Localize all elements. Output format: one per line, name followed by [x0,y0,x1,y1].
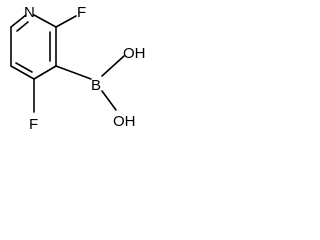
atom-label-fluorine-bottom: F [29,116,38,133]
atom-label-hydroxyl-upper: OH [123,45,146,62]
atom-label-fluorine-top: F [77,4,86,21]
atom-label-boron: B [91,77,101,94]
bond-c4-c5 [10,65,35,80]
bond-b-oh-upper [101,55,125,77]
bond-c6-n1 [10,14,27,28]
molecule-structure: N F F B OH OH [10,4,146,133]
bond-c3-b [55,65,92,80]
pyridine-ring [10,14,57,80]
bond-c4-c5-inner [15,62,33,73]
substituent-bonds [33,15,125,113]
bond-c2-f [55,15,77,28]
atom-label-hydroxyl-lower: OH [113,113,136,130]
atom-labels: N F F B OH OH [24,4,146,133]
bond-n1-c2 [33,14,57,28]
bond-c6-n1-inner [16,21,29,32]
atom-label-nitrogen: N [24,4,35,21]
bond-b-oh-lower [101,90,117,111]
bond-c3-c4 [33,65,57,80]
